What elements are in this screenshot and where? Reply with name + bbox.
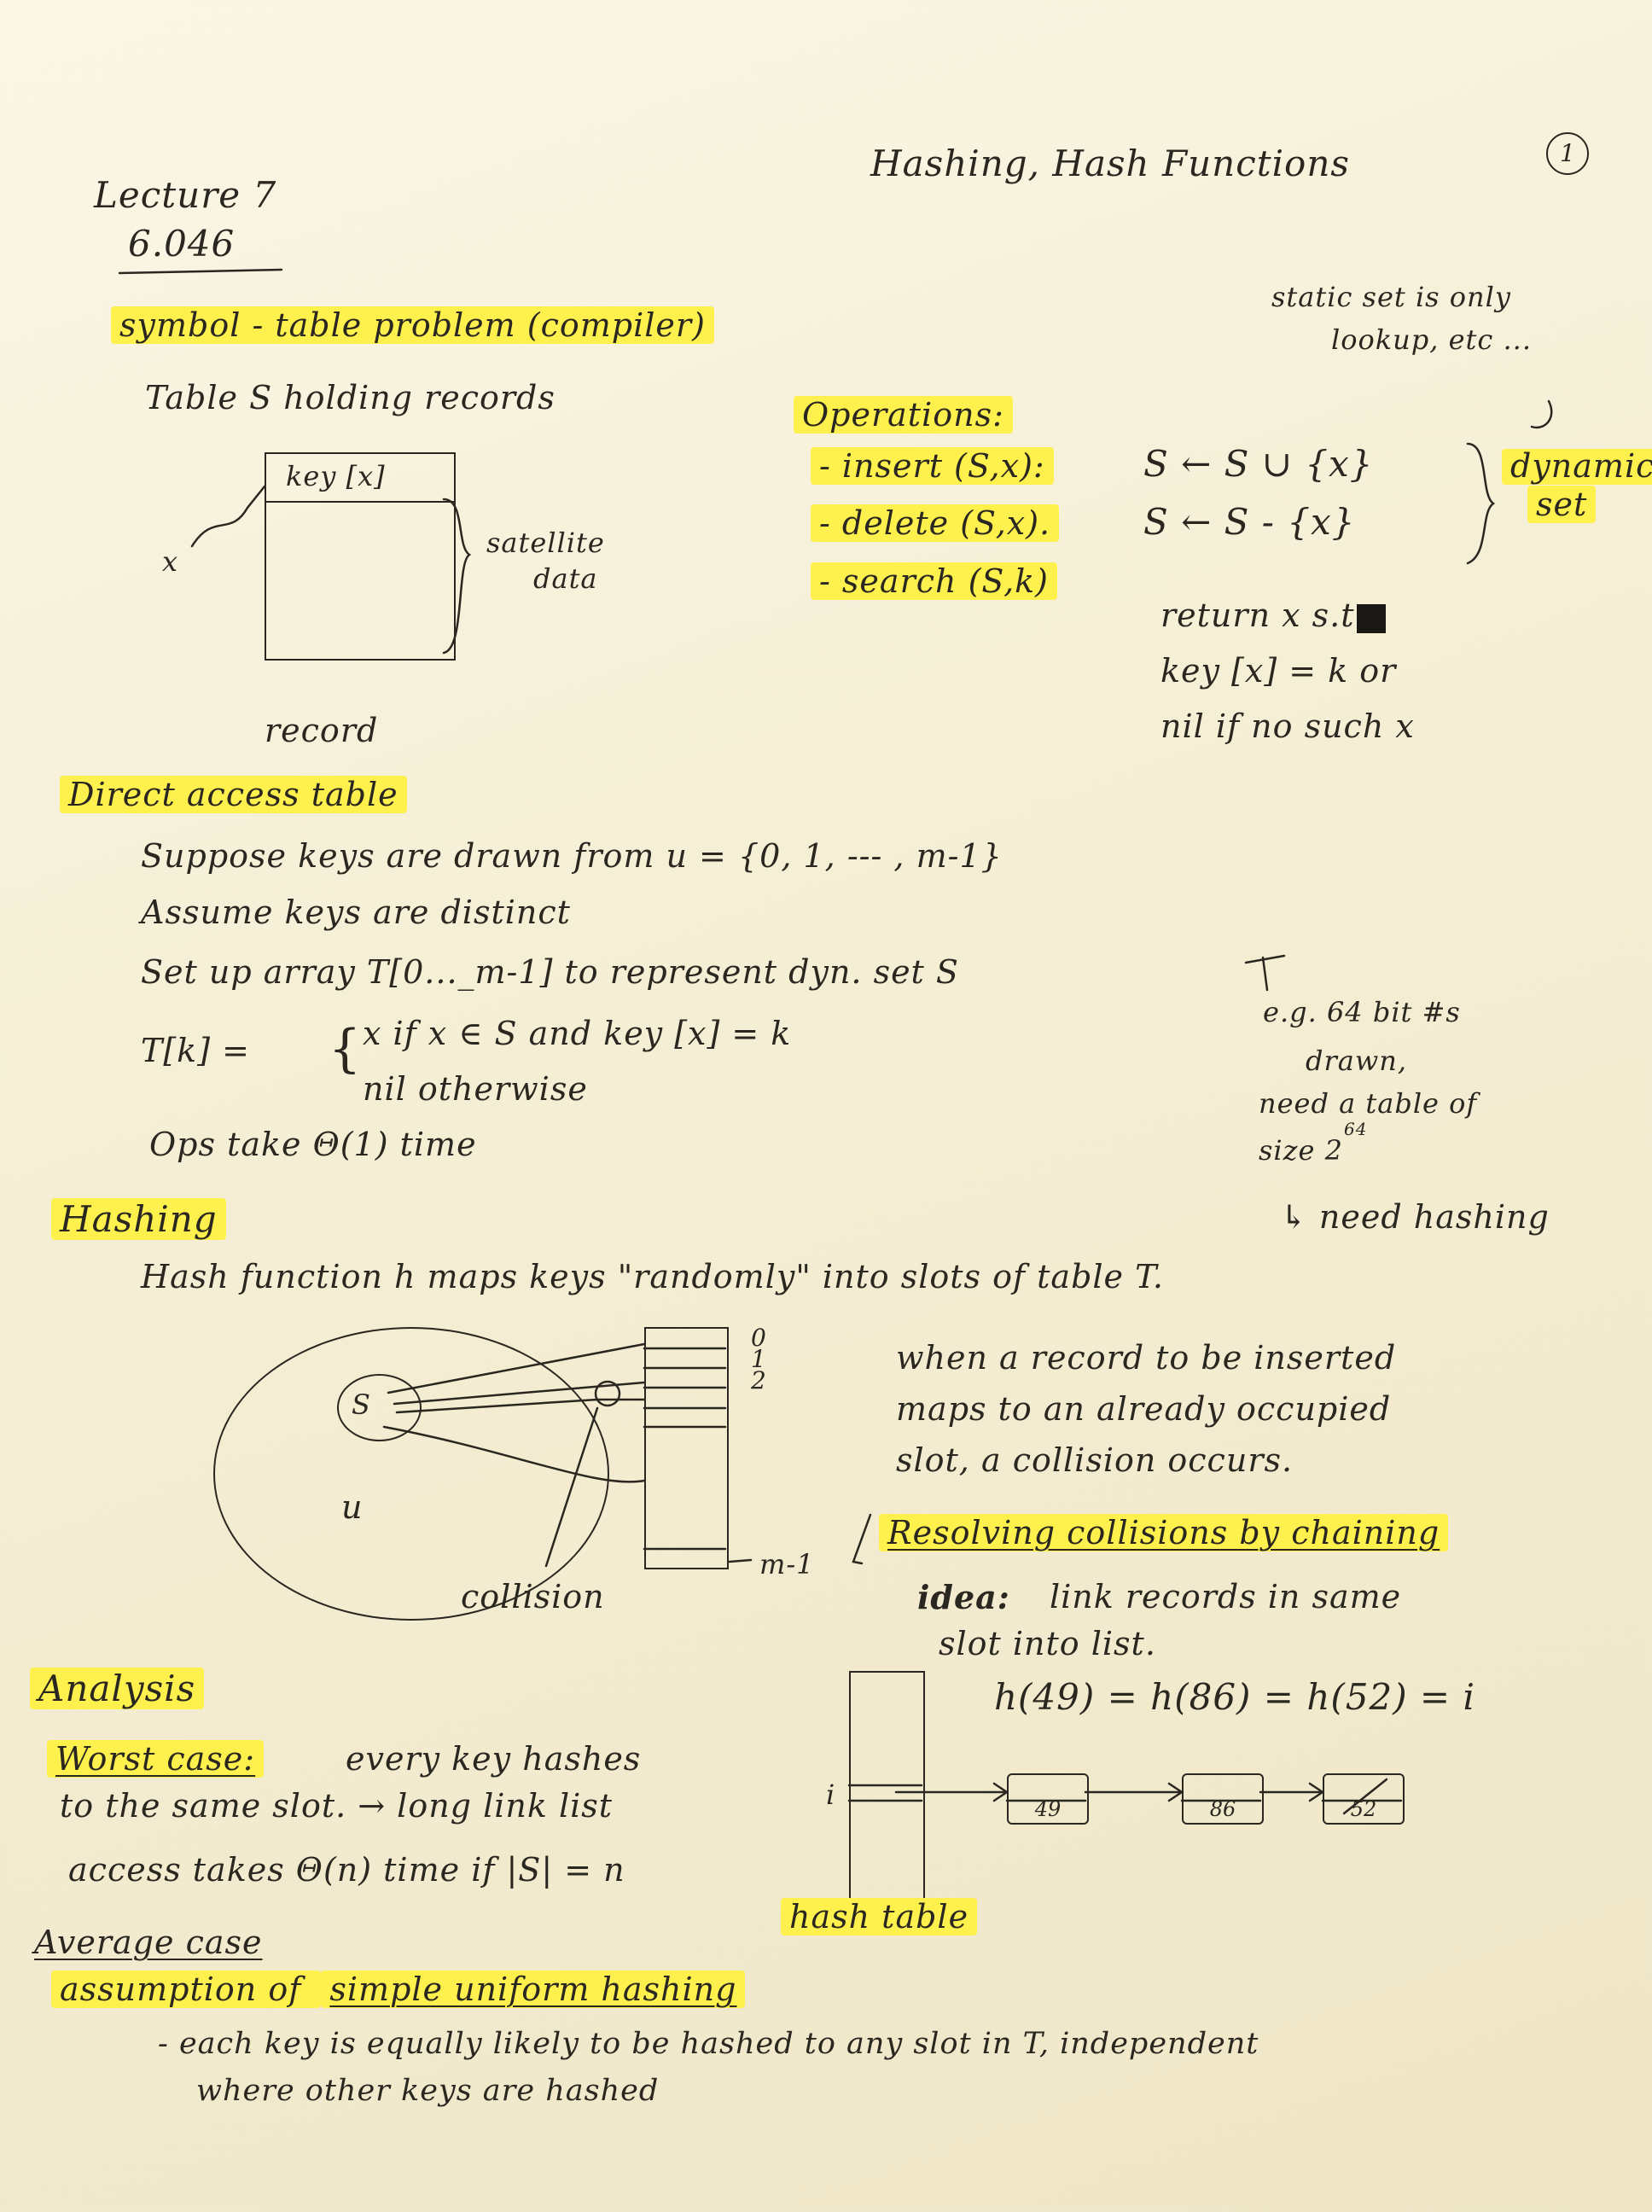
symbol-table-heading: symbol - table problem (compiler): [111, 306, 714, 344]
chain-link-3: [1259, 1782, 1325, 1802]
satellite-brace: [442, 498, 472, 655]
set-s-arrow: [1244, 954, 1286, 992]
universe-circle: [213, 1327, 609, 1621]
worst-case-label: Worst case:: [47, 1740, 265, 1778]
side-note-3: need a table of: [1259, 1087, 1478, 1120]
case-2: nil otherwise: [363, 1070, 588, 1108]
m-minus-1-line: [728, 1558, 753, 1563]
slot-index-last: m-1: [759, 1548, 815, 1580]
hash-table-label: hash table: [781, 1898, 978, 1936]
redacted-mark: [1357, 604, 1386, 633]
side-note-exponent: 64: [1344, 1119, 1368, 1139]
delete-effect: S ← S - {x}: [1143, 501, 1356, 543]
chaining-heading: Resolving collisions by chaining: [879, 1514, 1449, 1551]
suppose-line: Suppose keys are drawn from u = {0, 1, -…: [141, 837, 1003, 875]
page-number-circle: 1: [1546, 132, 1589, 175]
worst-case-1: every key hashes: [346, 1740, 642, 1778]
side-note-4: size 2: [1259, 1134, 1343, 1167]
slot-table: [644, 1327, 729, 1569]
ops-time-line: Ops take Θ(1) time: [149, 1126, 477, 1163]
assumption-highlight: simple uniform hashing: [321, 1970, 746, 2008]
array-line: Set up array T[0..._m-1] to represent dy…: [141, 953, 959, 991]
dynamic-arrow: [1530, 399, 1553, 429]
idea-label: idea:: [917, 1578, 1010, 1616]
satellite-label-1: satellite: [486, 527, 605, 559]
tk-label: T[k] =: [141, 1032, 250, 1069]
set-s-label: S: [352, 1388, 371, 1421]
universe-label: u: [341, 1488, 364, 1526]
op-delete: - delete (S,x).: [811, 504, 1060, 542]
hash-arrow-1: [387, 1342, 646, 1394]
collision-text-2: maps to an already occupied: [896, 1390, 1392, 1428]
record-pointer-arrow: [190, 485, 266, 548]
average-case-heading: Average case: [34, 1924, 263, 1961]
hash-arrow-2: [393, 1381, 646, 1406]
set-s-circle: [337, 1374, 422, 1441]
op-insert: - insert (S,x):: [811, 447, 1054, 485]
hash-equation: h(49) = h(86) = h(52) = i: [994, 1676, 1475, 1718]
assumption-prefix: assumption of: [51, 1970, 322, 2008]
hashing-heading: Hashing: [51, 1198, 226, 1240]
slot-i-label: i: [826, 1778, 836, 1811]
chain-link-2: [1084, 1782, 1184, 1802]
dynamic-set-label-2: set: [1527, 486, 1597, 523]
page-number: 1: [1560, 139, 1575, 167]
idea-text-2: slot into list.: [939, 1625, 1156, 1662]
hash-table-row-i: [847, 1784, 923, 1802]
hash-function-line: Hash function h maps keys "randomly" int…: [141, 1258, 1164, 1295]
course-underline: [118, 268, 283, 275]
slot-index-1: 1: [751, 1345, 767, 1373]
dynamic-set-label-1: dynamic: [1502, 448, 1652, 485]
hash-arrow-4: [382, 1425, 646, 1483]
course-number: 6.046: [128, 223, 236, 265]
static-note-1: static set is only: [1271, 281, 1511, 313]
search-return-2: key [x] = k or: [1160, 652, 1397, 690]
collision-text-3: slot, a collision occurs.: [896, 1441, 1294, 1479]
direct-access-heading: Direct access table: [60, 776, 407, 813]
chain-nil-slash: [1342, 1778, 1388, 1815]
case-1: x if x ∈ S and key [x] = k: [363, 1015, 792, 1052]
search-return-3: nil if no such x: [1160, 707, 1415, 745]
worst-case-3: access takes Θ(n) time if |S| = n: [68, 1851, 625, 1889]
lecture-number: Lecture 7: [94, 174, 277, 216]
case-brace: {: [329, 1019, 363, 1079]
each-key-line: - each key is equally likely to be hashe…: [158, 2027, 1259, 2061]
satellite-label-2: data: [533, 562, 598, 595]
collision-text-1: when a record to be inserted: [896, 1339, 1397, 1377]
collision-circle: [594, 1380, 621, 1407]
operations-title: Operations:: [794, 396, 1013, 434]
record-key-cell: [265, 452, 456, 503]
table-holding-line: Table S holding records: [145, 379, 556, 416]
dynamic-set-brace: [1466, 442, 1496, 565]
op-search: - search (S,k): [811, 562, 1057, 600]
record-key: key [x]: [286, 460, 386, 492]
x-pointer-label: x: [162, 545, 179, 578]
assume-line: Assume keys are distinct: [141, 894, 571, 931]
worst-case-2: to the same slot. → long link list: [60, 1787, 614, 1825]
slot-index-0: 0: [751, 1324, 767, 1352]
record-label: record: [265, 712, 379, 749]
slot-row-lines: [643, 1347, 727, 1551]
where-line: where other keys are hashed: [196, 2074, 660, 2108]
collision-pointer: [544, 1406, 599, 1568]
side-note-1: e.g. 64 bit #s: [1263, 996, 1461, 1028]
insert-effect: S ← S ∪ {x}: [1143, 443, 1374, 485]
need-hashing-note: ↳ need hashing: [1280, 1198, 1550, 1236]
chaining-bracket: [852, 1513, 872, 1565]
page-title: Hashing, Hash Functions: [870, 143, 1350, 184]
chain-link-1: [894, 1782, 1009, 1802]
slot-index-2: 2: [751, 1366, 767, 1394]
side-note-2: drawn,: [1306, 1045, 1408, 1077]
idea-text-1: link records in same: [1050, 1578, 1402, 1615]
static-note-2: lookup, etc ...: [1331, 323, 1532, 356]
collision-label: collision: [461, 1578, 605, 1615]
search-return-1: return x s.t.: [1160, 597, 1366, 634]
analysis-heading: Analysis: [30, 1668, 205, 1709]
